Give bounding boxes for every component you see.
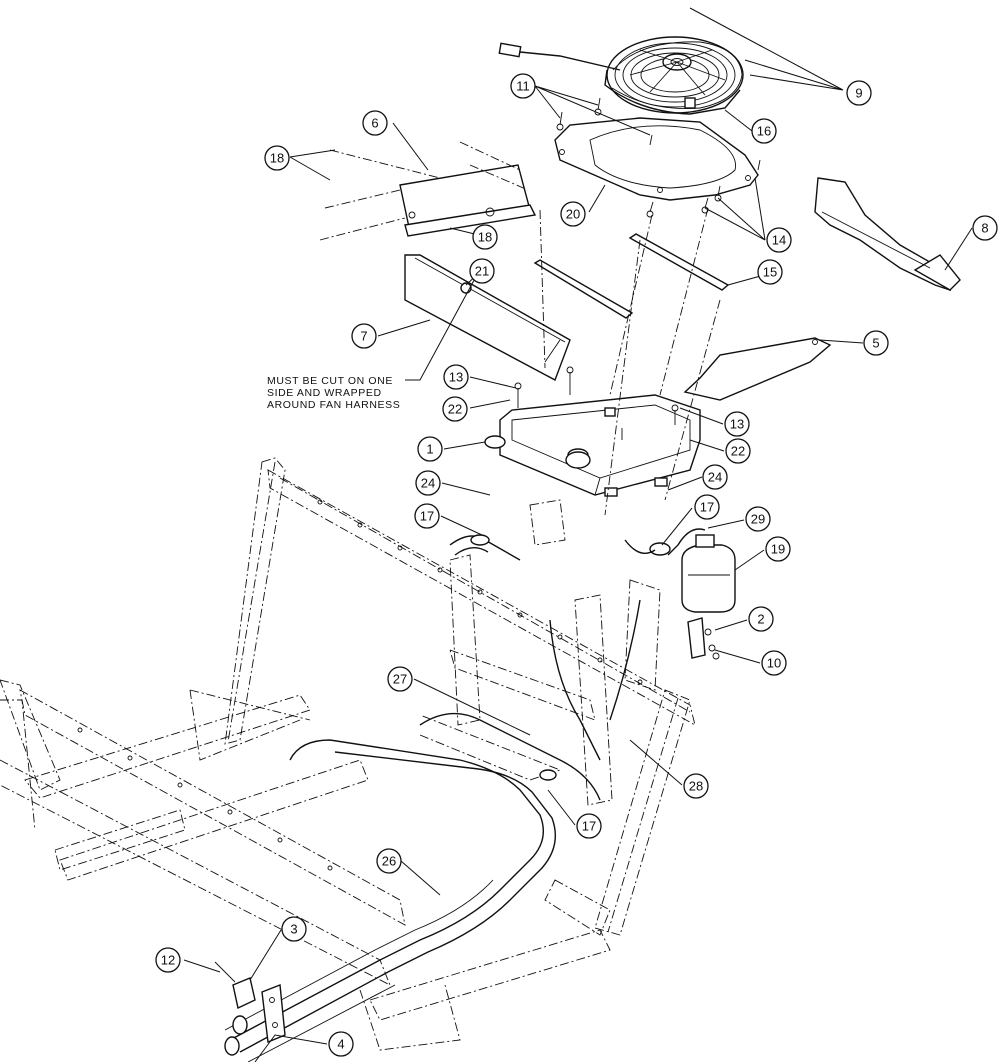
note-line-3: AROUND FAN HARNESS [267,399,400,411]
side-baffle [814,177,961,292]
svg-text:2: 2 [757,612,764,627]
svg-text:27: 27 [393,672,407,687]
balloon-1: 1 [417,436,443,462]
frame-holes [77,499,643,871]
svg-text:3: 3 [290,922,297,937]
svg-text:26: 26 [382,854,396,869]
svg-text:28: 28 [689,779,703,794]
balloon-28: 28 [683,773,709,799]
balloon-13b: 13 [724,411,750,437]
leader-lines [183,7,973,1062]
svg-text:18: 18 [270,151,284,166]
svg-text:9: 9 [855,86,862,101]
balloon-18a: 18 [264,145,290,171]
balloon-5: 5 [863,330,889,356]
svg-text:11: 11 [516,79,530,94]
seal-strips [533,233,730,319]
vehicle-frame [0,457,696,1051]
balloon-11: 12 [155,947,181,973]
baffle-right [683,337,832,401]
balloon-8: 8 [972,215,998,241]
balloon-22a: 22 [442,396,468,422]
svg-text:17: 17 [420,509,434,524]
balloon-24a: 24 [415,470,441,496]
balloon-18b: 18 [472,224,498,250]
balloon-21: 21 [469,258,495,284]
balloon-7: 7 [351,323,377,349]
fan-shroud [554,97,761,218]
balloon-2: 2 [748,606,774,632]
overflow-bottle [624,528,736,613]
cut-note: MUST BE CUT ON ONE SIDE AND WRAPPED AROU… [267,375,400,411]
balloon-26: 26 [376,848,402,874]
bottle-bracket [687,617,720,660]
svg-text:22: 22 [448,402,462,417]
balloon-22b: 22 [725,438,751,464]
balloon-16: 16 [751,118,777,144]
svg-text:14: 14 [772,233,786,248]
svg-text:24: 24 [421,476,435,491]
balloon-4: 4 [328,1031,354,1057]
svg-text:6: 6 [371,116,378,131]
svg-text:20: 20 [566,207,580,222]
svg-text:13: 13 [449,370,463,385]
svg-text:19: 19 [771,542,785,557]
svg-text:13: 13 [730,417,744,432]
balloon-17b: 17 [694,494,720,520]
svg-text:22: 22 [731,444,745,459]
svg-text:21: 21 [475,264,489,279]
baffle-upper [319,141,537,241]
balloon-14: 14 [766,227,792,253]
balloon-27: 27 [387,666,413,692]
svg-text:10: 10 [767,656,781,671]
coolant-tubes [214,534,641,1062]
svg-text:29: 29 [751,512,765,527]
radiator [484,207,721,516]
balloon-24b: 24 [702,464,728,490]
balloon-13a: 13 [443,364,469,390]
balloon-9: 9 [846,80,872,106]
svg-text:18: 18 [478,230,492,245]
balloon-15: 15 [757,259,783,285]
callout-balloons: 9 11 16 6 18 18 20 14 8 21 15 7 5 13 22 … [155,73,998,1057]
balloon-3: 3 [281,916,307,942]
svg-text:7: 7 [360,329,367,344]
cooling-fan [498,36,744,115]
svg-text:24: 24 [708,470,722,485]
svg-text:4: 4 [337,1037,344,1052]
svg-text:15: 15 [763,265,777,280]
svg-text:17: 17 [582,819,596,834]
svg-text:17: 17 [700,500,714,515]
svg-text:8: 8 [981,221,988,236]
balloon-20: 20 [560,201,586,227]
svg-text:16: 16 [757,124,771,139]
note-line-2: SIDE AND WRAPPED [267,387,382,399]
balloon-17a: 17 [414,503,440,529]
balloon-29: 29 [745,506,771,532]
balloon-19: 19 [765,536,791,562]
note-line-1: MUST BE CUT ON ONE [267,375,393,387]
balloon-17c: 17 [576,813,602,839]
balloon-12: 11 [510,73,536,99]
svg-text:12: 12 [161,953,175,968]
balloon-6: 6 [362,110,388,136]
svg-text:5: 5 [872,336,879,351]
svg-text:1: 1 [426,442,433,457]
balloon-10: 10 [761,650,787,676]
